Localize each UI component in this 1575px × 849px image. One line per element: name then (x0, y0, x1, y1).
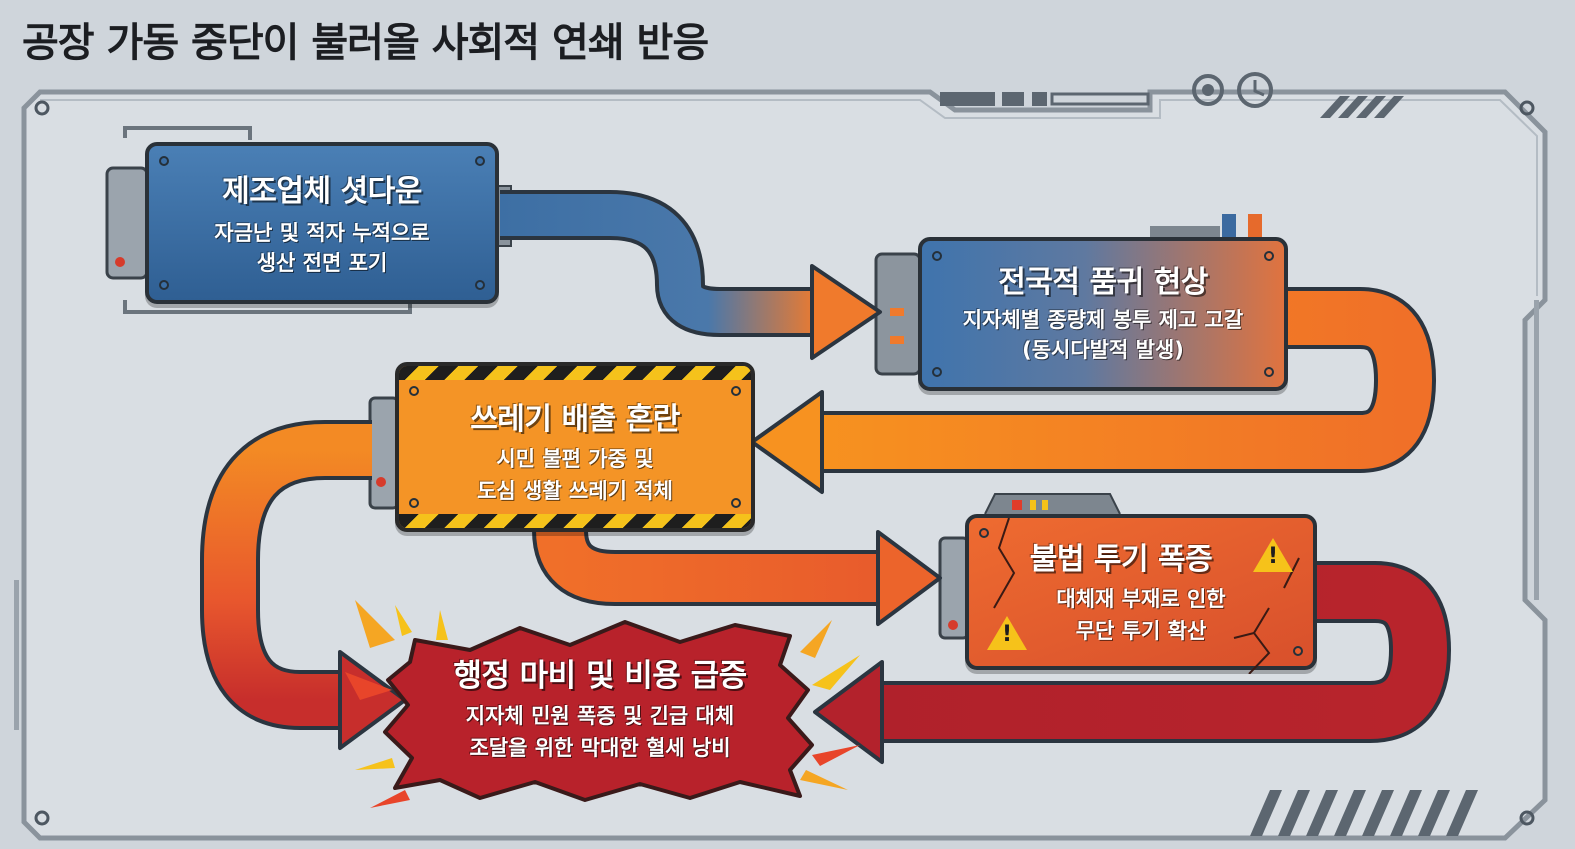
node-desc-line-1: 지자체별 종량제 봉투 제고 고갈 (962, 308, 1244, 332)
node-heading: 제조업체 셧다운 (222, 174, 422, 209)
screw-icon (475, 280, 485, 290)
node-desc-line-2: 생산 전면 포기 (256, 251, 388, 275)
screw-icon (159, 156, 169, 166)
clock-icon (1237, 72, 1273, 108)
hazard-stripe-top (399, 366, 751, 380)
screw-icon (159, 280, 169, 290)
node-heading: 전국적 품귀 현상 (998, 265, 1208, 300)
node-desc-line-2: (동시다발적 발생) (1022, 338, 1184, 362)
screw-icon (475, 156, 485, 166)
flow-arrow-4 (532, 528, 942, 626)
screw-icon (932, 367, 942, 377)
node-illegal-dumping: ! ! 불법 투기 폭증 대체재 부재로 인한 무단 투기 확산 (965, 514, 1317, 674)
screw-icon (409, 498, 419, 508)
burst-node-shape (345, 600, 860, 808)
flow-arrow-5 (813, 561, 1452, 764)
node-desc-line-2: 무단 투기 확산 (1075, 619, 1207, 643)
screw-icon (1293, 646, 1303, 656)
screw-icon (1264, 367, 1274, 377)
crack-lines (993, 518, 1300, 674)
hazard-stripe-bottom (399, 514, 751, 528)
screw-icon (409, 386, 419, 396)
node-desc-line-1: 자금난 및 적자 누적으로 (214, 221, 430, 245)
warning-icon: ! (987, 616, 1027, 650)
node-admin-paralysis: 행정 마비 및 비용 급증 지자체 민원 폭증 및 긴급 대체 조달을 위한 막… (405, 650, 795, 765)
page-title: 공장 가동 중단이 불러올 사회적 연쇄 반응 (22, 20, 709, 66)
node-desc-line-2: 도심 생활 쓰레기 적체 (477, 479, 673, 503)
node-heading: 불법 투기 폭증 (1029, 542, 1213, 577)
node-desc-line-2: 조달을 위한 막대한 혈세 낭비 (469, 736, 731, 760)
flow-arrow-2 (750, 287, 1437, 494)
gauge-icon (1192, 74, 1224, 106)
flow-arrow-3 (200, 420, 407, 750)
screw-icon (979, 528, 989, 538)
node-desc-line-1: 시민 불편 가중 및 (496, 447, 654, 471)
node-nationwide-shortage: 전국적 품귀 현상 지자체별 종량제 봉투 제고 고갈 (동시다발적 발생) (918, 237, 1288, 391)
node-manufacturer-shutdown: 제조업체 셧다운 자금난 및 적자 누적으로 생산 전면 포기 (145, 142, 499, 304)
screw-icon (731, 498, 741, 508)
node-heading: 행정 마비 및 비용 급증 (453, 658, 747, 694)
flow-arrow-1 (500, 190, 882, 360)
warning-icon: ! (1253, 538, 1293, 572)
node-desc-line-1: 지자체 민원 폭증 및 긴급 대체 (465, 704, 735, 728)
screw-icon (731, 386, 741, 396)
screw-icon (1264, 251, 1274, 261)
node-disposal-chaos: 쓰레기 배출 혼란 시민 불편 가중 및 도심 생활 쓰레기 적체 (395, 362, 755, 532)
node-heading: 쓰레기 배출 혼란 (470, 402, 680, 437)
screw-icon (932, 251, 942, 261)
node-desc-line-1: 대체재 부재로 인한 (1056, 587, 1226, 611)
